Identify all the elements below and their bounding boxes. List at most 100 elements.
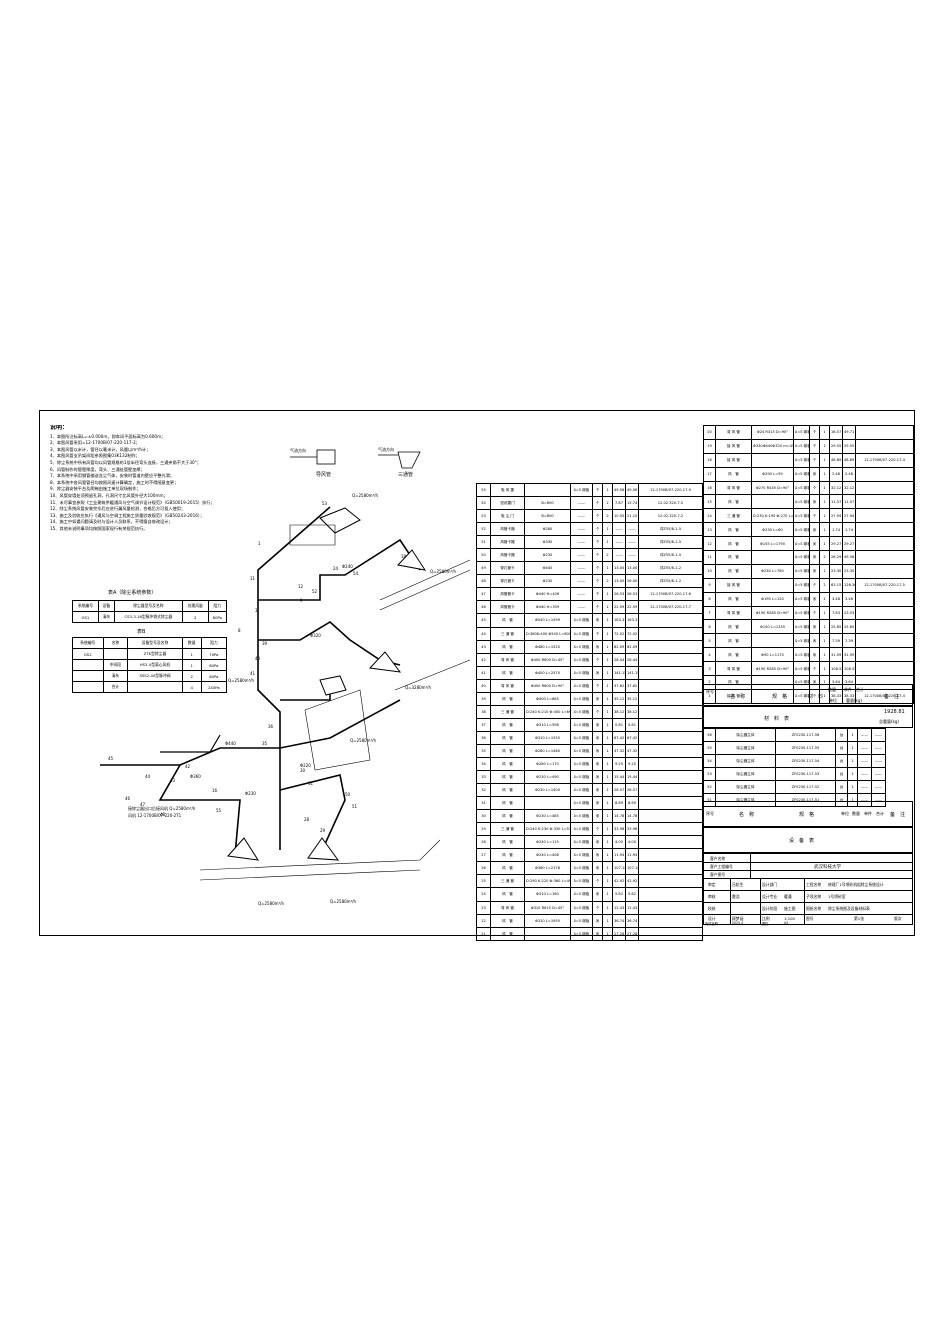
table-cell: 个	[592, 482, 603, 498]
note-line: 15、其他未说明事项均按照国家现行有关规范执行。	[50, 525, 148, 531]
table-cell: 22.59	[612, 600, 626, 615]
node-number: 47	[140, 802, 146, 807]
table-cell: ——	[570, 496, 593, 511]
table-cell: 8	[703, 591, 716, 607]
table-cell: 1	[602, 730, 613, 745]
table-cell: ZF0230-117-52	[775, 780, 836, 795]
table-cell: Φ230 L=760	[751, 563, 794, 579]
table-cell: 除尘器主体	[715, 727, 776, 743]
text-label: 设计部门	[762, 882, 778, 887]
dia-label: Φ320	[310, 633, 321, 638]
table-cell: 接 风 管	[715, 688, 752, 704]
table-cell: D:240 K:210 Φ:400 L=690 B=45°	[524, 704, 571, 719]
node-number: 39	[262, 641, 268, 646]
table-cell: 个	[592, 587, 603, 602]
table-cell: 除尘器主体	[715, 741, 776, 756]
table-cell: Φ270 R435 D=90°	[751, 480, 794, 496]
table-cell: 米	[592, 809, 603, 824]
table-cell: 个	[592, 535, 603, 550]
node-number: 3	[255, 608, 258, 613]
table-cell: 1	[602, 822, 613, 837]
table-cell: ——	[612, 548, 626, 563]
detail-1-title: 导风管	[316, 471, 331, 478]
table-cell	[638, 626, 703, 641]
node-number: 11	[250, 576, 256, 581]
text-label: 雷浩	[732, 894, 740, 899]
table-cell: 23.30	[842, 563, 856, 579]
table-cell: 28.57	[612, 783, 626, 798]
table-cell: δ=5 碳板	[793, 522, 810, 538]
table-cell: 67.42	[612, 730, 626, 745]
table-cell: ZF0230-117-56	[775, 727, 836, 743]
table-cell: 39	[476, 691, 491, 706]
table-cell: 30	[476, 809, 491, 824]
table-cell: 台	[835, 780, 848, 795]
table-cell: 3.48	[842, 591, 856, 607]
table-cell: ——	[857, 780, 872, 795]
table-cell: δ=5 碳板	[570, 730, 593, 745]
table-cell: 1	[602, 678, 613, 693]
table-cell: 个	[809, 661, 820, 677]
q-label: Q=2580m³/h	[350, 738, 377, 743]
table-cell: 42	[476, 652, 491, 667]
table-cell: 9	[703, 577, 716, 593]
table-cell: 1	[819, 647, 830, 663]
table-cell: ——	[871, 767, 886, 782]
table-cell: 个	[809, 577, 820, 593]
table-cell: 0.81	[612, 717, 626, 732]
table-cell: 风 管	[490, 743, 525, 758]
table-cell: 7.87	[612, 496, 626, 511]
table-cell: 12-1700B/07-220-17-5	[855, 577, 914, 593]
table-cell: 22	[476, 913, 491, 928]
table-cell: ——	[570, 600, 593, 615]
table-cell: D:230 K:190 Φ:270 L=532 B=45°	[751, 508, 794, 524]
node-number: 51	[352, 804, 358, 809]
table-cell: 40	[476, 678, 491, 693]
note-line: 5、除尘系统中所有风管均以风管规格的1倍半径弯头连接，三通夹角不大于30°；	[50, 459, 201, 465]
table-cell: δ=5 碳板	[570, 783, 593, 798]
table-cell: 接 风 管	[715, 577, 752, 593]
table-cell: 米	[809, 591, 820, 607]
table-cell	[751, 452, 794, 468]
table-cell: 25.85	[829, 619, 843, 635]
table-cell: 三 通 管	[490, 874, 525, 889]
table-cell: 163.31	[625, 613, 639, 628]
table-cell: 11.57	[842, 494, 856, 510]
table-cell: 米	[592, 665, 603, 680]
table-cell: 5.82	[612, 887, 626, 902]
table-cell: 三 通 管	[715, 508, 752, 524]
table-cell: Φ190 L=120	[751, 591, 794, 607]
node-number: 45	[108, 756, 114, 761]
node-number: 44	[145, 774, 151, 779]
table-cell: 1	[602, 652, 613, 667]
table-cell: 4.00	[612, 835, 626, 850]
table-cell: Φ230 L=485	[524, 809, 571, 824]
table-cell	[855, 591, 914, 607]
table-cell: δ=5 碳板	[570, 887, 593, 902]
note-line: 7、本系统中采用钢管输送含尘气体，安装时管道内壁应平整光滑；	[50, 473, 175, 479]
table-cell: 1	[819, 438, 830, 454]
table-cell: 三 通 管	[490, 626, 525, 641]
table-cell: 23.53	[842, 605, 856, 621]
table-cell: 23.30	[829, 563, 843, 579]
table-cell: 1	[602, 717, 613, 732]
table-cell: 12-1700B/07-220-17-9	[638, 482, 703, 498]
table-cell: 141.15	[625, 665, 639, 680]
table-cell: 弯 风 管	[715, 480, 752, 496]
note-line: 12、除尘系统风管安装完毕后应进行漏风量检测，合格后方可投入使用；	[50, 506, 186, 512]
table-cell: 详Z55/8-1-5	[638, 548, 703, 563]
table-cell: δ=5 碳板	[570, 743, 593, 758]
table-cell	[855, 550, 914, 565]
table-cell: 1	[602, 887, 613, 902]
table-cell: δ=5 碳板	[793, 591, 810, 607]
q-label: Q=2580m³/h	[330, 899, 357, 904]
